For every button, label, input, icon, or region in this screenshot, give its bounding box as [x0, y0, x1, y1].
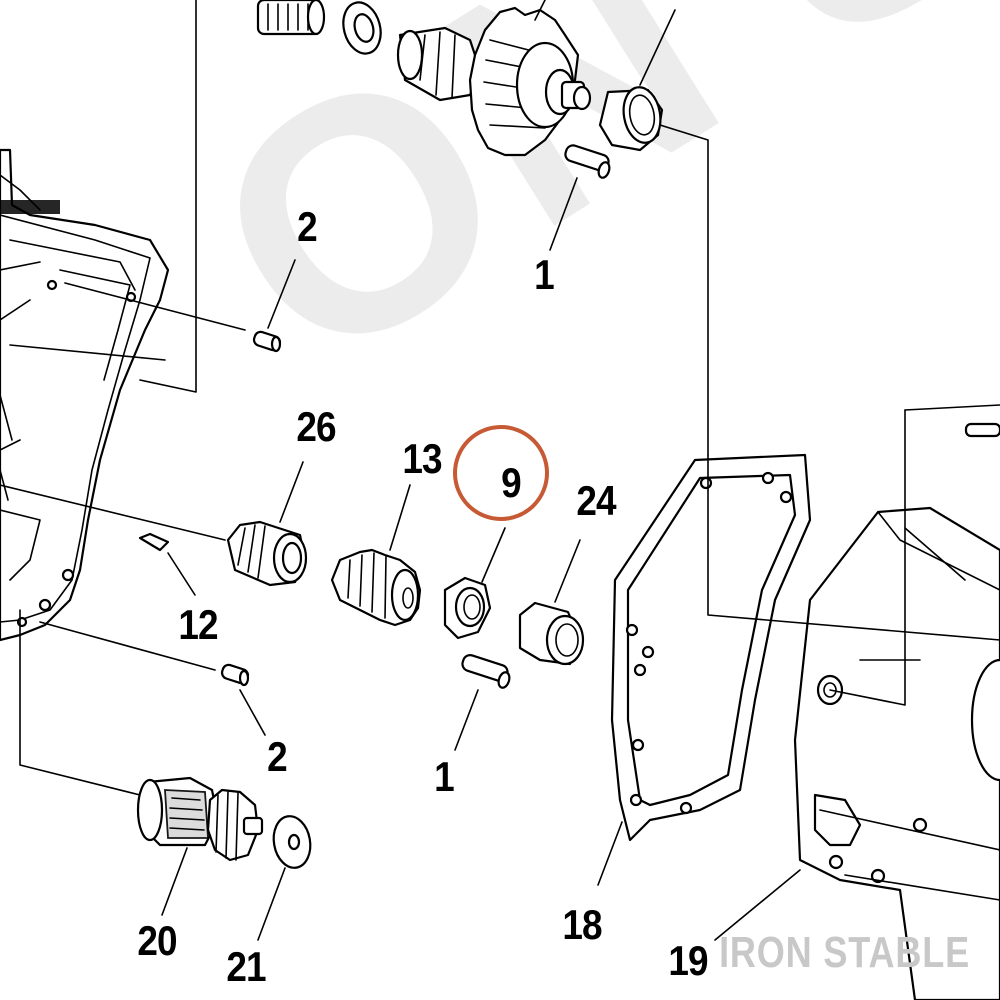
part-dowel-2-upper [252, 330, 282, 353]
part-hex-nut-9 [443, 576, 492, 640]
part-dowel-2-lower [220, 663, 250, 687]
crankcase-housing [0, 148, 170, 642]
part-oil-pump-shaft-20 [136, 776, 264, 862]
part-gear-cover-19 [793, 422, 1000, 1000]
part-dowel-pin-top [564, 144, 611, 179]
part-washer-21 [272, 815, 312, 869]
callout-2-upper: 2 [297, 203, 318, 250]
callout-20: 20 [137, 917, 177, 964]
part-thrust-washer-top [342, 1, 382, 55]
callout-2-lower: 2 [267, 733, 288, 780]
part-bearing-top [256, 0, 326, 36]
brand-watermark: IRON STABLE [719, 928, 970, 977]
part-key-12 [138, 532, 170, 552]
callout-13: 13 [402, 435, 442, 482]
part-dowel-pin-lower [461, 654, 511, 689]
part-bushing-top-right [598, 86, 664, 152]
part-main-gear-top [396, 6, 592, 157]
callout-24: 24 [576, 477, 616, 524]
callout-19: 19 [668, 937, 708, 984]
callout-21: 21 [226, 943, 266, 990]
callout-18: 18 [562, 901, 602, 948]
part-pinion-gear-13 [330, 548, 422, 627]
part-gasket-18 [610, 453, 812, 842]
part-bushing-24 [518, 601, 585, 666]
callout-1-lower: 1 [434, 753, 455, 800]
housing-leader-lines [0, 0, 246, 796]
callout-26: 26 [296, 403, 336, 450]
highlight-circle [453, 425, 549, 521]
callout-1-top: 1 [534, 251, 555, 298]
callout-12: 12 [178, 601, 218, 648]
part-cam-bushing-26 [226, 520, 308, 587]
